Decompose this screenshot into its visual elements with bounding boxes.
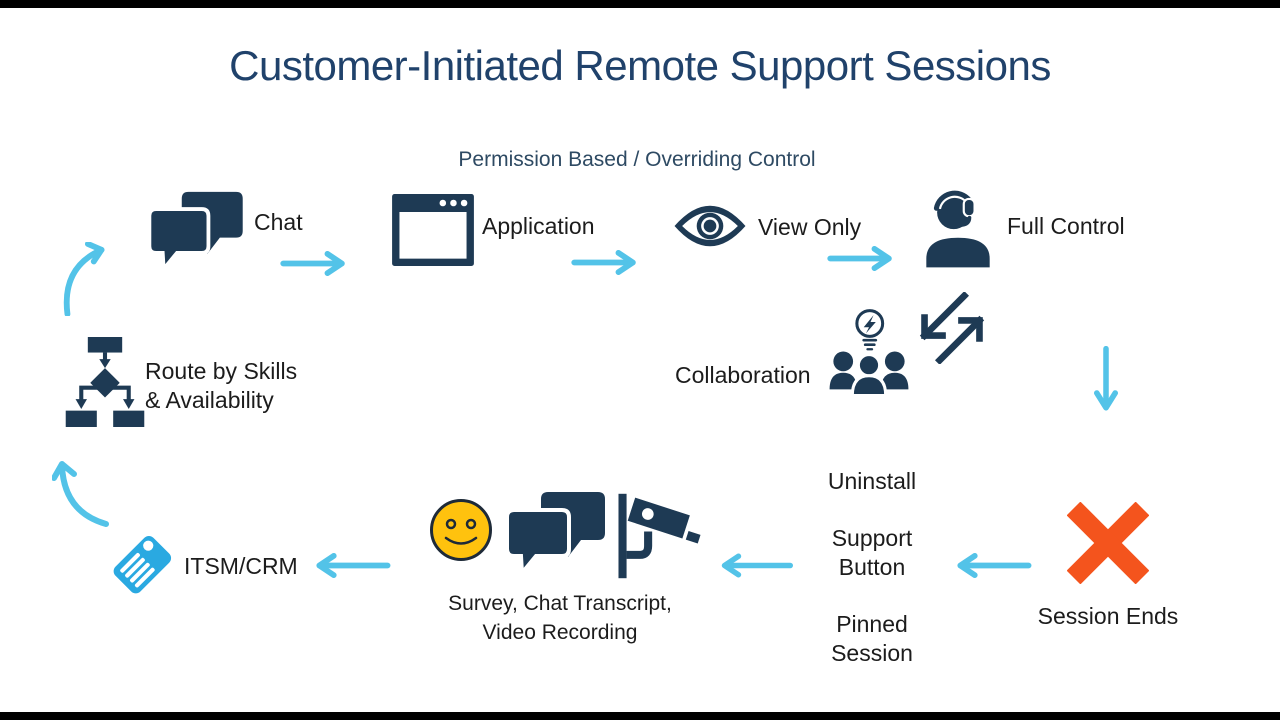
route-label-line1: Route by Skills bbox=[145, 358, 298, 384]
route-label-line2: & Availability bbox=[145, 387, 274, 413]
curved-arrow-route-to-chat bbox=[58, 242, 110, 316]
end-method-support-button: Support Button bbox=[831, 525, 913, 580]
itsm-crm-label: ITSM/CRM bbox=[184, 553, 298, 579]
chat-transcript-bubbles-icon bbox=[503, 490, 611, 574]
page-title: Customer-Initiated Remote Support Sessio… bbox=[229, 42, 1051, 89]
end-method-uninstall: Uninstall bbox=[827, 468, 917, 494]
arrow-chat-to-application bbox=[280, 251, 348, 276]
arrow-sessionends-to-endmethods bbox=[954, 553, 1032, 578]
eye-icon bbox=[672, 198, 748, 254]
application-label: Application bbox=[482, 213, 595, 239]
session-ends-label: Session Ends bbox=[1037, 603, 1179, 629]
price-tag-icon bbox=[106, 527, 180, 601]
support-agent-icon bbox=[922, 186, 994, 268]
route-label: Route by Skills & Availability bbox=[145, 357, 297, 415]
arrow-application-to-viewonly bbox=[570, 250, 640, 275]
application-window-icon bbox=[392, 194, 474, 266]
two-way-diagonal-arrow-icon bbox=[912, 292, 992, 364]
view-only-label: View Only bbox=[758, 214, 862, 240]
arrow-survey-to-itsm bbox=[312, 553, 392, 578]
chat-label: Chat bbox=[254, 209, 303, 235]
chat-bubbles-icon bbox=[146, 190, 248, 270]
collaboration-label: Collaboration bbox=[675, 362, 811, 388]
survey-caption: Survey, Chat Transcript, Video Recording bbox=[405, 589, 715, 647]
curved-arrow-itsm-to-route bbox=[52, 460, 110, 530]
arrow-viewonly-to-fullcontrol bbox=[827, 246, 895, 271]
full-control-label: Full Control bbox=[1007, 213, 1125, 239]
permission-note: Permission Based / Overriding Control bbox=[458, 148, 816, 171]
survey-caption-line1: Survey, Chat Transcript, bbox=[448, 592, 672, 615]
collaboration-people-lightbulb-icon bbox=[827, 303, 911, 397]
arrow-endmethods-to-survey bbox=[719, 553, 793, 578]
survey-caption-line2: Video Recording bbox=[482, 621, 638, 644]
arrow-fullcontrol-to-sessionends bbox=[1094, 346, 1118, 416]
smiley-face-icon bbox=[429, 498, 493, 562]
letterbox-bottom bbox=[0, 712, 1280, 720]
letterbox-top bbox=[0, 0, 1280, 8]
routing-flowchart-icon bbox=[63, 337, 147, 427]
orange-x-icon bbox=[1067, 502, 1149, 584]
end-method-pinned-session: Pinned Session bbox=[831, 611, 913, 666]
security-camera-icon bbox=[614, 492, 702, 580]
